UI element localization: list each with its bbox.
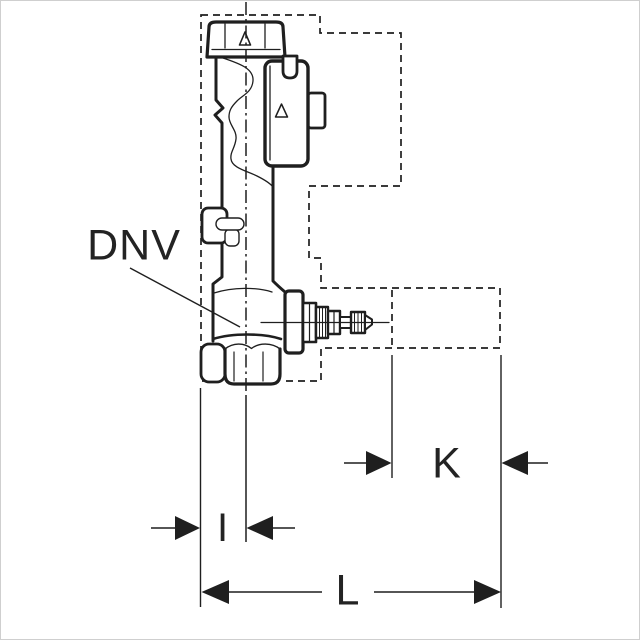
bottom-left-tab: [199, 342, 227, 384]
arrowhead-left-icon: [201, 580, 229, 604]
bottom-hex-nut: [199, 342, 282, 386]
body-contours: [213, 57, 274, 294]
cartridge-triangle-icon: [274, 103, 289, 118]
dimension-k: [344, 355, 548, 608]
flow-direction-triangle-icon: [238, 31, 252, 46]
dimension-label-l: L: [335, 566, 361, 615]
dimension-i: [151, 388, 295, 607]
dashed-envelope: [200, 14, 501, 382]
mounting-clip: [200, 206, 245, 247]
arrowhead-right-icon: [175, 516, 200, 540]
cartridge-side-tab: [306, 91, 327, 130]
cartridge-housing: [263, 54, 327, 168]
dimension-label-i: I: [216, 506, 230, 550]
top-hex-nut: [205, 20, 287, 59]
dimension-label-k: K: [432, 439, 462, 488]
part-label-dnv: DNV: [87, 221, 181, 270]
arrowhead-right-icon: [366, 451, 392, 475]
arrowhead-right-icon: [474, 580, 501, 604]
dnv-leader-line: [129, 267, 241, 328]
cartridge-notch: [281, 54, 299, 80]
valve-drawing: [199, 20, 390, 386]
arrowhead-left-icon: [501, 451, 528, 475]
dimension-l: [201, 580, 501, 604]
spindle: [260, 289, 390, 355]
arrowhead-left-icon: [246, 516, 273, 540]
